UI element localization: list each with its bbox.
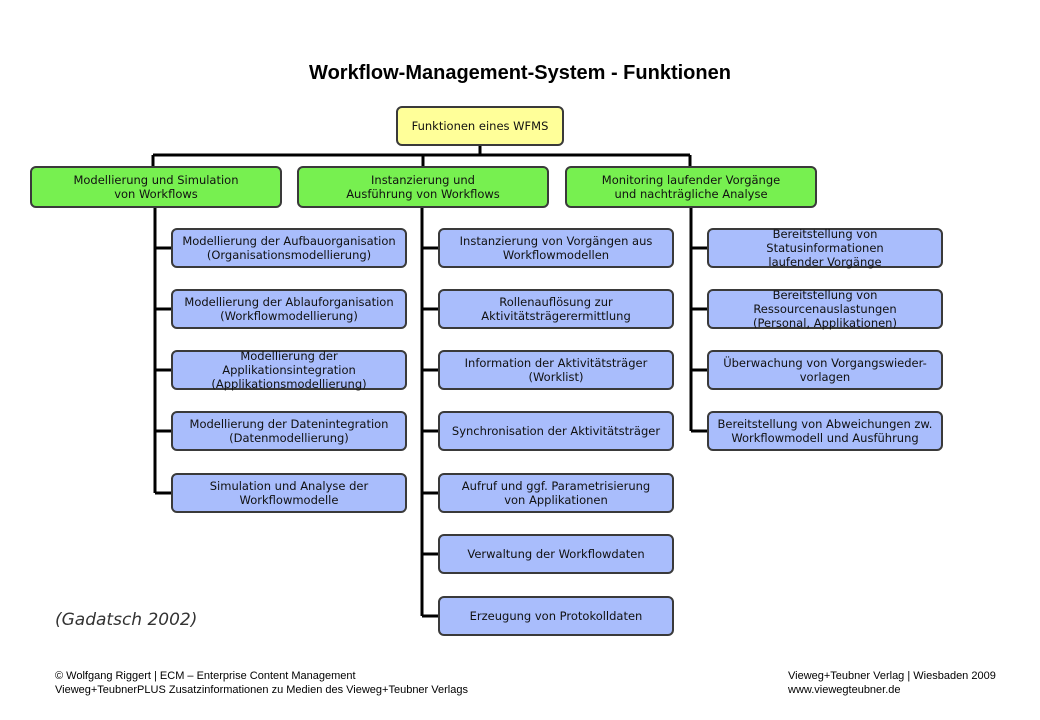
footer-publisher: Vieweg+Teubner Verlag | Wiesbaden 2009 <box>788 670 996 682</box>
footer-right: Vieweg+Teubner Verlag | Wiesbaden 2009 w… <box>788 669 996 697</box>
footer-copyright: © Wolfgang Riggert | ECM – Enterprise Co… <box>55 670 356 682</box>
leaf-node: Bereitstellung von Ressourcenauslastunge… <box>707 288 943 330</box>
leaf-node: Rollenauflösung zur Aktivitätsträgerermi… <box>438 289 674 329</box>
leaf-node: Instanzierung von Vorgängen aus Workflow… <box>438 228 674 268</box>
leaf-node: Modellierung der Applikationsintegration… <box>171 349 407 391</box>
leaf-node: Simulation und Analyse der Workflowmodel… <box>171 473 407 513</box>
footer-left: © Wolfgang Riggert | ECM – Enterprise Co… <box>55 669 468 697</box>
leaf-node: Verwaltung der Workflowdaten <box>438 534 674 574</box>
leaf-node: Modellierung der Ablauforganisation (Wor… <box>171 289 407 329</box>
branch-instanzierung: Instanzierung und Ausführung von Workflo… <box>297 166 549 208</box>
leaf-node: Modellierung der Datenintegration (Daten… <box>171 411 407 451</box>
leaf-node: Bereitstellung von Statusinformationen l… <box>707 227 943 269</box>
page-title: Workflow-Management-System - Funktionen <box>309 62 731 84</box>
root-node: Funktionen eines WFMS <box>396 106 564 146</box>
citation: (Gadatsch 2002) <box>55 610 198 630</box>
footer-url: www.viewegteubner.de <box>788 684 901 696</box>
leaf-node: Modellierung der Aufbauorganisation (Org… <box>171 228 407 268</box>
branch-modellierung: Modellierung und Simulation von Workflow… <box>30 166 282 208</box>
footer-publisher-info: Vieweg+TeubnerPLUS Zusatzinformationen z… <box>55 684 468 696</box>
leaf-node: Information der Aktivitätsträger (Workli… <box>438 350 674 390</box>
leaf-node: Überwachung von Vorgangswieder- vorlagen <box>707 350 943 390</box>
leaf-node: Synchronisation der Aktivitätsträger <box>438 411 674 451</box>
leaf-node: Bereitstellung von Abweichungen zw. Work… <box>707 411 943 451</box>
leaf-node: Erzeugung von Protokolldaten <box>438 596 674 636</box>
leaf-node: Aufruf und ggf. Parametrisierung von App… <box>438 473 674 513</box>
branch-monitoring: Monitoring laufender Vorgänge und nachtr… <box>565 166 817 208</box>
